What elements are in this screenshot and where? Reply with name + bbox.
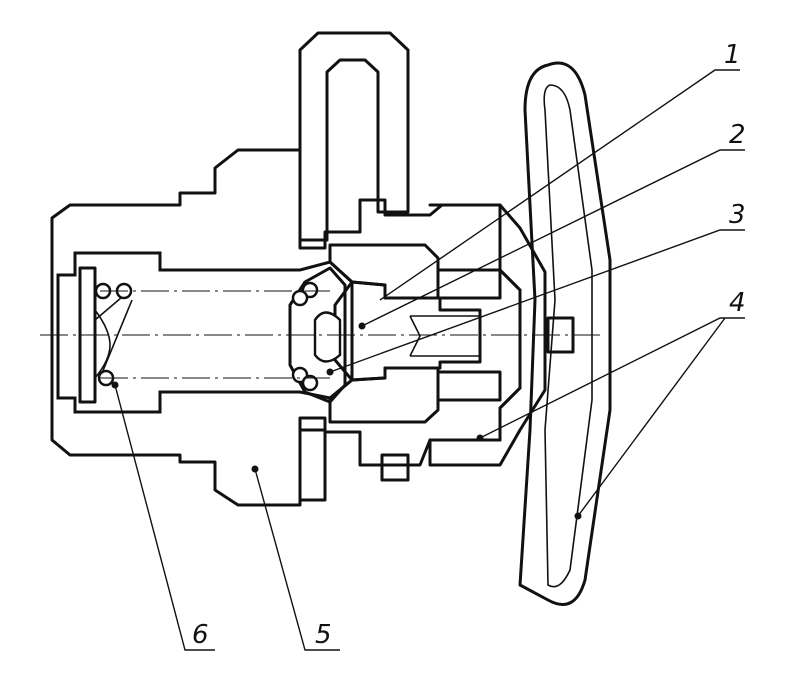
lock-pin: [380, 453, 410, 482]
valve-body: [50, 148, 522, 507]
callout-4: 4: [729, 288, 746, 318]
handwheel-handle: [518, 61, 612, 606]
callout-5: 5: [315, 620, 332, 650]
callout-3: 3: [729, 200, 746, 230]
valve-plug: [288, 266, 347, 404]
leader-lines: [111, 69, 745, 651]
callout-6: 6: [192, 620, 209, 650]
callout-2: 2: [729, 120, 746, 150]
spring-assembly: [78, 266, 133, 404]
centerlines: [40, 290, 600, 379]
callout-labels: 1 2 3 4 5 6: [192, 40, 746, 650]
bracket-cap: [298, 31, 410, 502]
callout-1: 1: [724, 40, 741, 70]
